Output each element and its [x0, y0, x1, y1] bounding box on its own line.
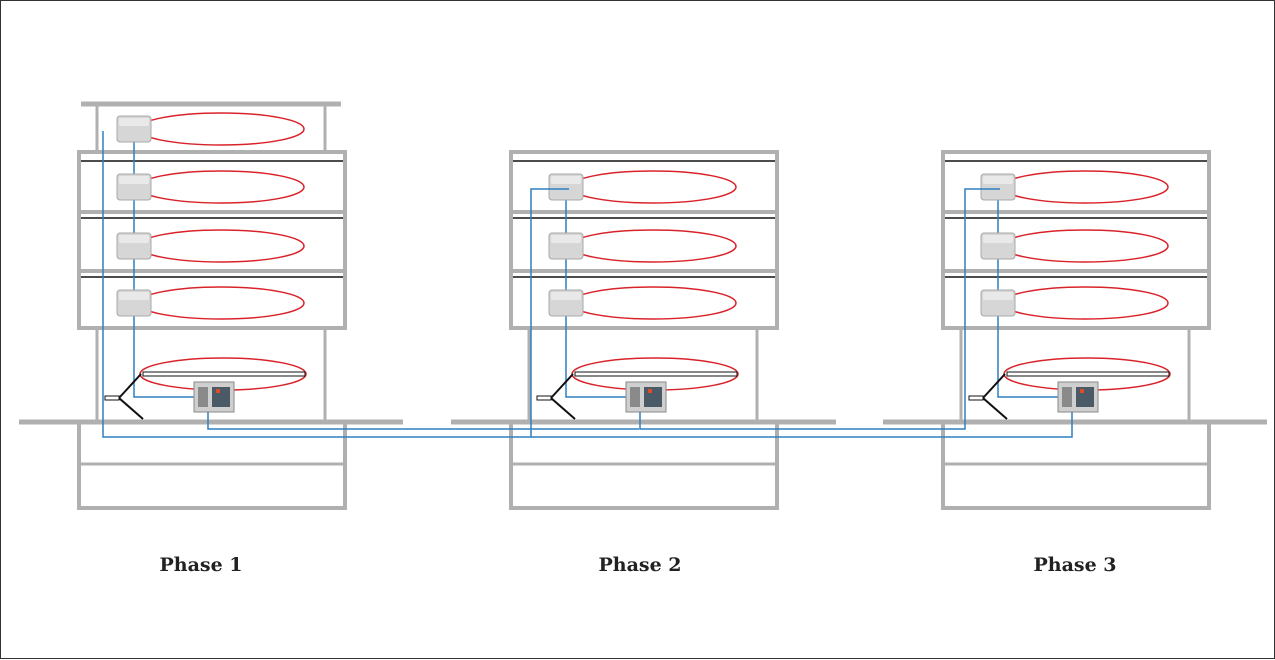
panel-screen: [644, 387, 662, 407]
network-cable-a: [102, 131, 569, 438]
device-highlight: [119, 176, 149, 184]
detection-loop: [569, 229, 737, 263]
network-cable-d: [531, 412, 1073, 438]
building-phase-3: [941, 150, 1211, 510]
detector-module-icon: [116, 232, 152, 260]
device-highlight: [119, 292, 149, 300]
detection-loop: [1001, 286, 1169, 320]
network-cabling: [102, 131, 1073, 438]
device-highlight: [119, 235, 149, 243]
antenna-icon: [536, 373, 576, 420]
fire-control-panel-icon: [193, 381, 235, 413]
antenna-base: [536, 395, 552, 401]
antenna-base: [104, 395, 120, 401]
detection-loop: [1001, 170, 1169, 204]
phase-3-label: Phase 3: [1033, 554, 1117, 576]
detection-loop: [137, 112, 305, 146]
device-highlight: [119, 118, 149, 126]
upper-floors: [941, 150, 1211, 330]
fire-control-panel-icon: [1057, 381, 1099, 413]
ground-rail: [574, 371, 738, 377]
detection-loop: [569, 286, 737, 320]
antenna-icon: [104, 373, 144, 420]
building-phase-2: [509, 150, 779, 510]
antenna-base: [968, 395, 984, 401]
detection-loop: [137, 229, 305, 263]
detector-module-icon: [116, 173, 152, 201]
detector-module-icon: [548, 289, 584, 317]
detector-module-icon: [116, 289, 152, 317]
upper-floors: [77, 150, 347, 330]
detector-module-icon: [980, 289, 1016, 317]
network-cable-c: [639, 188, 1000, 430]
detector-module-icon: [116, 115, 152, 143]
detection-loop: [137, 286, 305, 320]
ground-rail: [142, 371, 306, 377]
detector-module-icon: [548, 232, 584, 260]
device-highlight: [983, 292, 1013, 300]
panel-led: [1080, 389, 1084, 393]
antenna-icon: [968, 373, 1008, 420]
panel-terminals: [1062, 387, 1072, 407]
fire-control-panel-icon: [625, 381, 667, 413]
panel-terminals: [630, 387, 640, 407]
device-highlight: [983, 176, 1013, 184]
panel-terminals: [198, 387, 208, 407]
phase-2-label: Phase 2: [598, 554, 682, 576]
panel-led: [648, 389, 652, 393]
network-cable-b: [207, 412, 639, 430]
upper-floors: [509, 150, 779, 330]
panel-screen: [1076, 387, 1094, 407]
detection-loop: [569, 170, 737, 204]
detector-module-icon: [980, 232, 1016, 260]
detection-loop: [1001, 229, 1169, 263]
phase-1-label: Phase 1: [159, 554, 243, 576]
riser-cable: [133, 131, 194, 398]
ground-rail: [1006, 371, 1170, 377]
device-highlight: [551, 292, 581, 300]
building-phase-1: [77, 101, 347, 510]
detector-module-icon: [548, 173, 584, 201]
device-highlight: [983, 235, 1013, 243]
device-highlight: [551, 235, 581, 243]
device-highlight: [551, 176, 581, 184]
panel-screen: [212, 387, 230, 407]
detection-loop: [137, 170, 305, 204]
panel-led: [216, 389, 220, 393]
detector-module-icon: [980, 173, 1016, 201]
